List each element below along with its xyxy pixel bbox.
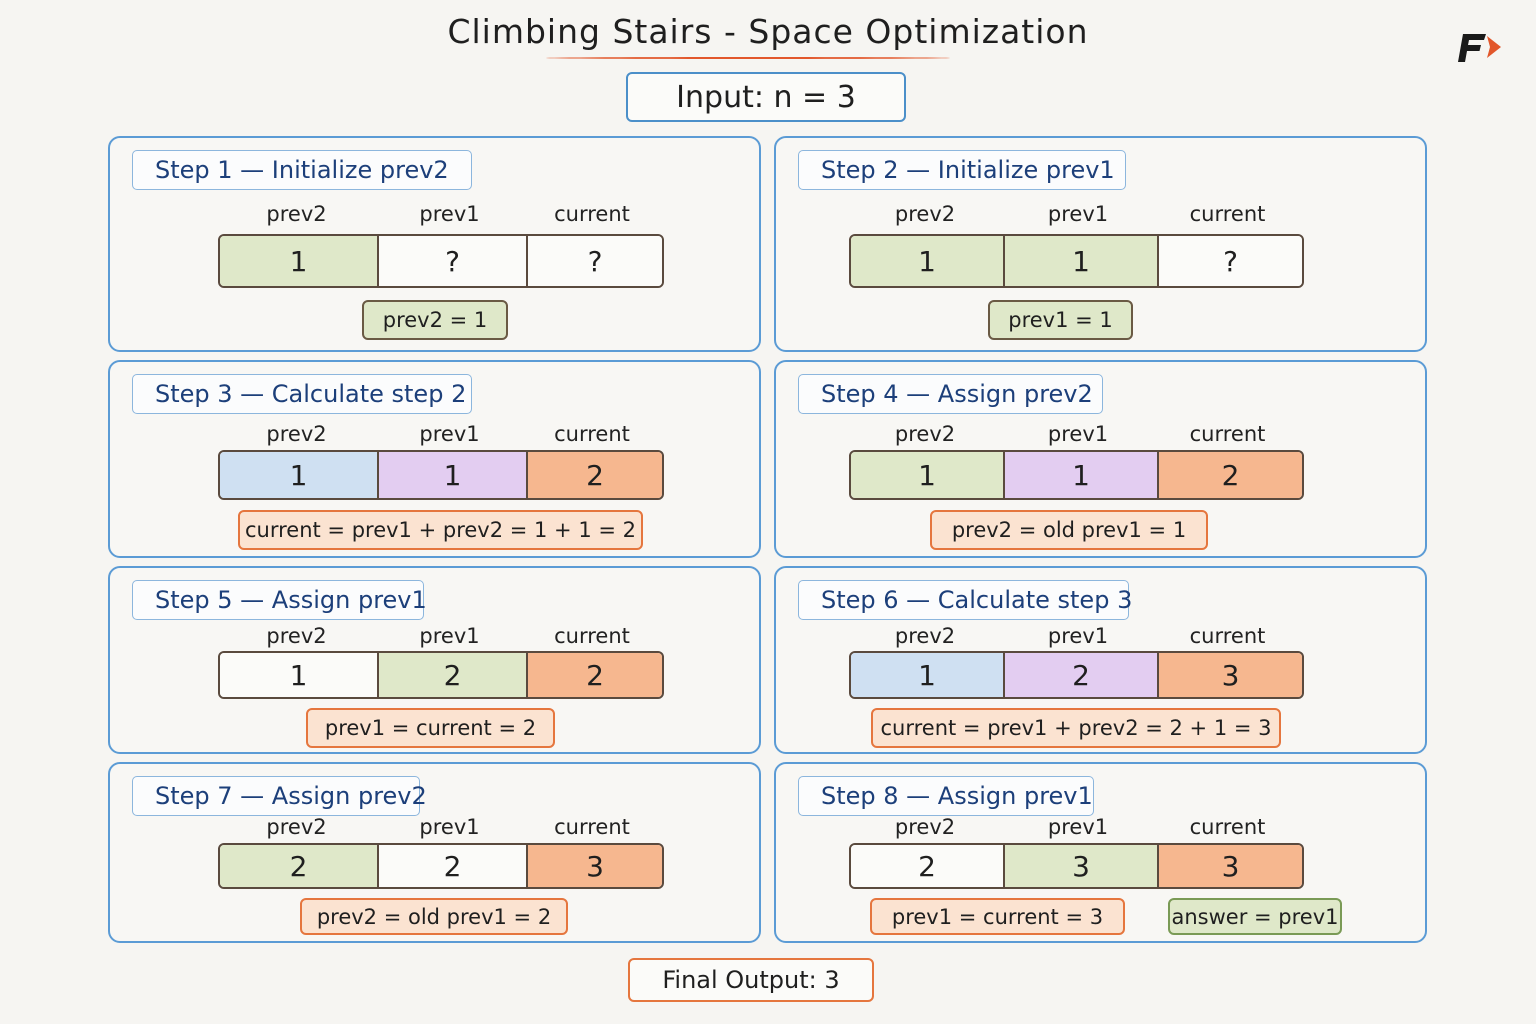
cell-prev1: 3	[1003, 845, 1157, 887]
step-panel: Step 1 — Initialize prev2 prev2 prev1 curre…	[108, 136, 761, 352]
var-label-prev1: prev1	[1047, 422, 1109, 446]
cell-prev2: 1	[220, 653, 377, 697]
var-label-current: current	[1189, 624, 1266, 648]
cell-prev2: 1	[851, 653, 1003, 697]
cell-prev1: 2	[377, 653, 526, 697]
step-title: Step 6 — Calculate step 3	[798, 580, 1132, 620]
cell-current: 3	[1157, 653, 1302, 697]
cell-current: 3	[1157, 845, 1302, 887]
cell-prev1: 1	[1003, 452, 1157, 498]
var-label-current: current	[1189, 815, 1266, 839]
cell-prev2: 1	[851, 236, 1003, 286]
var-label-prev2: prev2	[894, 624, 956, 648]
step-title: Step 1 — Initialize prev2	[132, 150, 472, 190]
step-note: prev1 = current = 3	[870, 898, 1125, 935]
step-panel: Step 3 — Calculate step 2 prev2 prev1 curre…	[108, 360, 761, 558]
var-label-current: current	[554, 202, 630, 226]
step-note: prev2 = old prev1 = 1	[930, 510, 1208, 550]
cell-prev2: 1	[220, 236, 377, 286]
var-label-prev1: prev1	[1047, 624, 1109, 648]
var-label-prev1: prev1	[419, 202, 480, 226]
cell-prev2: 2	[220, 845, 377, 887]
step-title: Step 4 — Assign prev2	[798, 374, 1103, 414]
var-label-prev1: prev1	[419, 422, 480, 446]
brand-logo-icon	[1454, 30, 1506, 68]
var-label-current: current	[1189, 422, 1266, 446]
cell-current: 2	[1157, 452, 1302, 498]
cell-prev1: 1	[377, 452, 526, 498]
cell-current: 3	[526, 845, 662, 887]
var-label-current: current	[554, 815, 630, 839]
title-underline	[546, 57, 950, 59]
var-label-prev2: prev2	[894, 422, 956, 446]
step-panel: Step 2 — Initialize prev1 prev2 prev1 curre…	[774, 136, 1427, 352]
var-label-prev2: prev2	[266, 815, 327, 839]
step-note: current = prev1 + prev2 = 1 + 1 = 2	[238, 510, 643, 550]
final-output: Final Output: 3	[628, 958, 874, 1002]
cell-current: 2	[526, 452, 662, 498]
step-title: Step 8 — Assign prev1	[798, 776, 1094, 816]
cell-prev2: 2	[851, 845, 1003, 887]
step-note: prev1 = current = 2	[306, 708, 555, 748]
var-label-prev2: prev2	[266, 624, 327, 648]
var-label-prev2: prev2	[894, 815, 956, 839]
step-note: prev1 = 1	[988, 300, 1133, 340]
cell-prev2: 1	[220, 452, 377, 498]
step-panel: Step 6 — Calculate step 3 prev2 prev1 curre…	[774, 566, 1427, 754]
step-note: prev2 = 1	[362, 300, 508, 340]
step-title: Step 3 — Calculate step 2	[132, 374, 472, 414]
var-label-prev1: prev1	[1047, 202, 1109, 226]
cell-current: ?	[526, 236, 662, 286]
step-note: prev2 = old prev1 = 2	[300, 898, 568, 935]
var-label-current: current	[554, 624, 630, 648]
page-title: Climbing Stairs - Space Optimization	[447, 12, 1089, 51]
step-title: Step 5 — Assign prev1	[132, 580, 427, 620]
var-label-prev2: prev2	[266, 202, 327, 226]
var-label-prev2: prev2	[894, 202, 956, 226]
cell-current: ?	[1157, 236, 1302, 286]
step-title: Step 2 — Initialize prev1	[798, 150, 1126, 190]
cell-prev1: 1	[1003, 236, 1157, 286]
var-label-prev2: prev2	[266, 422, 327, 446]
var-label-current: current	[1189, 202, 1266, 226]
cell-prev1: 2	[377, 845, 526, 887]
input-box: Input: n = 3	[626, 72, 906, 122]
var-label-prev1: prev1	[419, 624, 480, 648]
cell-prev1: ?	[377, 236, 526, 286]
cell-prev1: 2	[1003, 653, 1157, 697]
var-label-current: current	[554, 422, 630, 446]
var-label-prev1: prev1	[419, 815, 480, 839]
var-label-prev1: prev1	[1047, 815, 1109, 839]
cell-prev2: 1	[851, 452, 1003, 498]
step-note: current = prev1 + prev2 = 2 + 1 = 3	[871, 708, 1281, 748]
cell-current: 2	[526, 653, 662, 697]
variable-cells: 1??	[218, 234, 664, 288]
answer-note: answer = prev1	[1168, 898, 1342, 935]
step-title: Step 7 — Assign prev2	[132, 776, 427, 816]
